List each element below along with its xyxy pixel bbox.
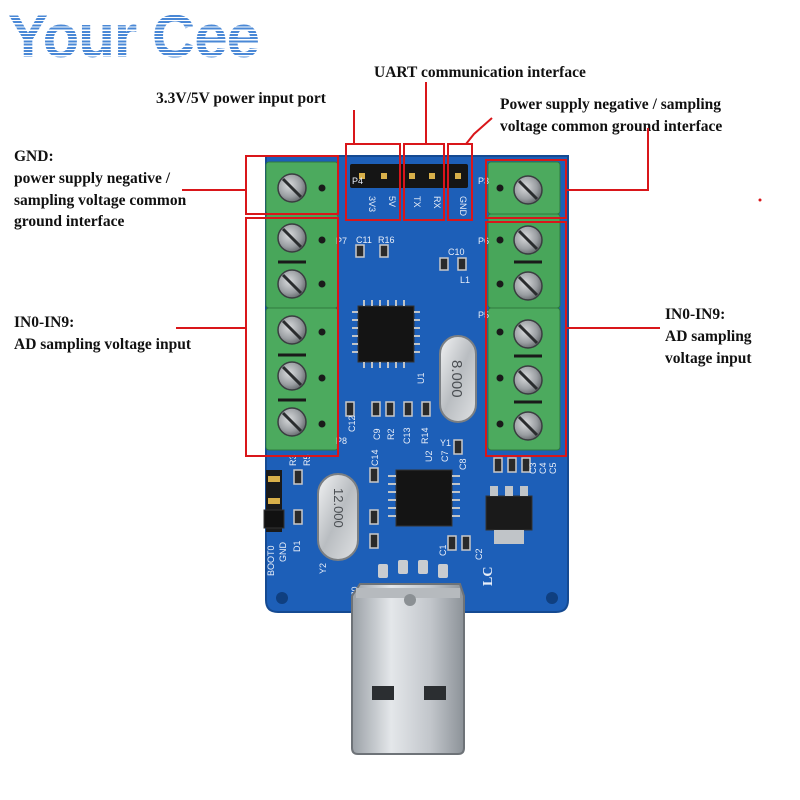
smd-components-lower: [293, 467, 471, 551]
silk-p6: P6: [478, 236, 489, 246]
gnd-left-line2: sampling voltage common: [14, 192, 187, 209]
silk-p5: P5: [478, 310, 489, 320]
power-port-label: 3.3V/5V power input port: [156, 90, 326, 107]
terminal-block-left: [265, 161, 339, 451]
silk-p8: P8: [336, 436, 347, 446]
silk-c13: C13: [402, 427, 412, 444]
pin-label-5v: 5V: [387, 196, 397, 207]
silk-l1: L1: [460, 275, 470, 285]
boot0-jumper: [263, 470, 285, 532]
silk-p3: P3: [478, 176, 489, 186]
silk-r2: R2: [386, 428, 396, 440]
mcu-chip-u1: [352, 300, 420, 368]
gnd-left-line3: ground interface: [14, 213, 125, 230]
silk-c2: C2: [474, 548, 484, 560]
silk-c5: C5: [548, 462, 558, 474]
silk-r3: R3: [288, 454, 298, 466]
svg-text:8.000: 8.000: [448, 360, 465, 398]
silk-u1: U1: [416, 372, 426, 384]
silk-c9: C9: [372, 428, 382, 440]
silk-c11: C11: [356, 235, 372, 245]
pin-label-gnd: GND: [458, 196, 468, 217]
in-left-title: IN0-IN9:: [14, 314, 75, 331]
leader-lines: [176, 82, 660, 329]
silk-c4: C4: [538, 462, 548, 474]
crystal-8mhz: 8.000: [439, 335, 477, 423]
svg-text:12.000: 12.000: [331, 488, 346, 528]
smd-components-middle: [345, 401, 531, 473]
silk-boot0: BOOT0: [266, 545, 276, 576]
silk-r16: R16: [378, 235, 395, 245]
gnd-left-line1: power supply negative /: [14, 170, 171, 187]
smd-components-top: [355, 244, 467, 271]
pin-label-3v3: 3V3: [367, 196, 377, 212]
voltage-regulator: [485, 486, 533, 544]
crystal-12mhz: 12.000: [317, 473, 359, 561]
silk-c14: C14: [370, 449, 380, 466]
brand-logo: Your Cee: [8, 3, 260, 70]
silk-r5: R5: [302, 454, 312, 466]
in-left-line1: AD sampling voltage input: [14, 336, 191, 353]
terminal-block-right: [487, 161, 561, 451]
usb-a-plug: [351, 583, 465, 755]
gnd-right-label-line2: voltage common ground interface: [500, 118, 723, 135]
gnd-right-label-line1: Power supply negative / sampling: [500, 96, 722, 113]
silk-p7: P7: [336, 236, 347, 246]
in-right-line2: voltage input: [665, 350, 752, 367]
header-pins: [350, 164, 468, 188]
in-right-title: IN0-IN9:: [665, 306, 726, 323]
silk-gnd: GND: [278, 542, 288, 563]
silk-y2: Y2: [318, 563, 328, 574]
silk-c8: C8: [458, 458, 468, 470]
silk-u2: U2: [424, 450, 434, 462]
silk-c7: C7: [440, 450, 450, 462]
silk-c1: C1: [438, 544, 448, 556]
silk-c10: C10: [448, 247, 465, 257]
gnd-left-title: GND:: [14, 148, 54, 165]
usb-pads: [378, 560, 448, 578]
silk-c12: C12: [347, 415, 357, 432]
pin-label-rx: RX: [432, 196, 442, 209]
silk-lc: LC: [481, 567, 496, 586]
silk-r14: R14: [420, 427, 430, 444]
in-right-line1: AD sampling: [665, 328, 752, 345]
usb-chip-u2: [388, 469, 460, 527]
silk-y1: Y1: [440, 438, 451, 448]
stray-dot: [758, 198, 762, 202]
silk-c3: C3: [528, 462, 538, 474]
pin-label-tx: TX: [412, 196, 422, 208]
silk-p4: P4: [352, 176, 363, 186]
uart-label: UART communication interface: [374, 64, 586, 81]
silk-d1: D1: [292, 540, 302, 552]
